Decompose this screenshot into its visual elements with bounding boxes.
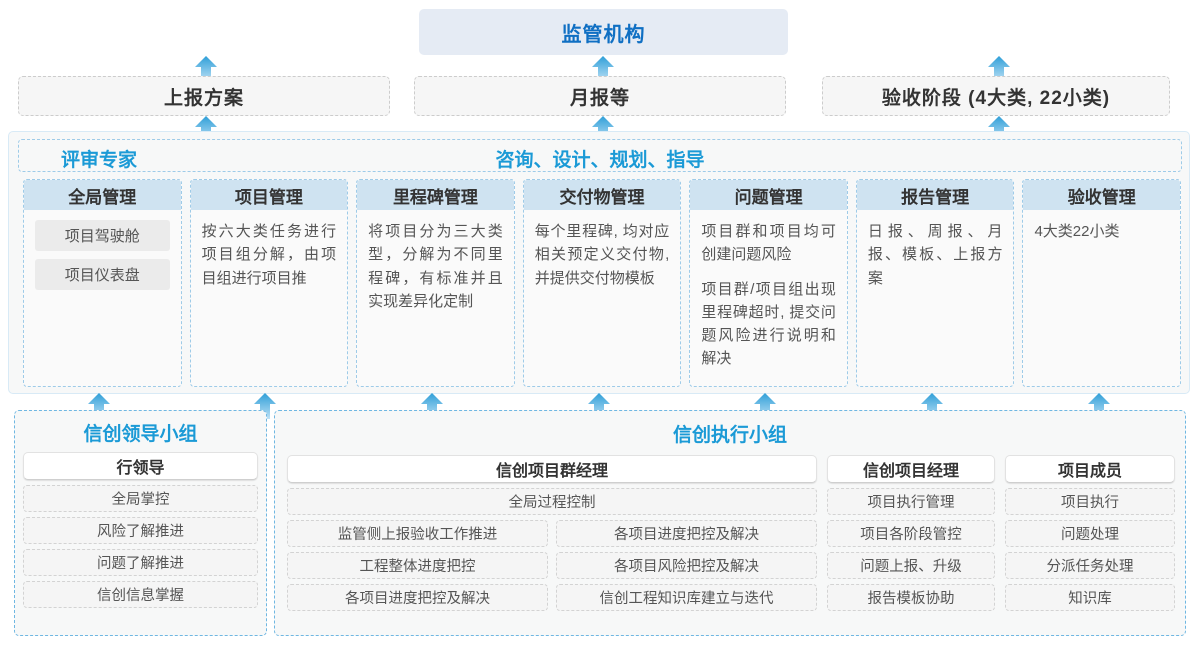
report-row: 上报方案 月报等 验收阶段 (4大类, 22小类) xyxy=(0,76,1200,116)
exec-group-title: 信创执行小组 xyxy=(672,425,787,446)
card-body-1: 按六大类任务进行项目组分解，由项目组进行项目推 xyxy=(191,210,348,386)
authority-label: 监管机构 xyxy=(561,23,646,46)
card-text-4-1: 项目群/项目组出现里程碑超时, 提交问题风险进行说明和解决 xyxy=(701,280,836,368)
pm-left-item-1[interactable]: 工程整体进度把控 xyxy=(287,552,548,579)
consulting-label: 咨询、设计、规划、指导 xyxy=(495,150,705,171)
project-manager-item-1[interactable]: 项目各阶段管控 xyxy=(827,520,995,547)
card-title-6: 验收管理 xyxy=(1023,180,1181,210)
card-project-management[interactable]: 项目管理 按六大类任务进行项目组分解，由项目组进行项目推 xyxy=(189,179,349,387)
card-issue-management[interactable]: 问题管理 项目群和项目均可创建问题风险 项目群/项目组出现里程碑超时, 提交问题… xyxy=(689,179,848,387)
project-member-header[interactable]: 项目成员 xyxy=(1005,455,1175,483)
program-manager-header[interactable]: 信创项目群经理 xyxy=(287,455,817,483)
program-manager-global-item[interactable]: 全局过程控制 xyxy=(287,488,817,515)
pm-right-item-2[interactable]: 信创工程知识库建立与迭代 xyxy=(556,584,817,611)
card-report-management[interactable]: 报告管理 日报、周报、月报、模板、上报方案 xyxy=(855,179,1015,387)
program-manager-column: 信创项目群经理 全局过程控制 监管侧上报验收工作推进 工程整体进度把控 各项目进… xyxy=(287,455,817,611)
arrow-up-card-5 xyxy=(921,393,943,419)
leader-item-3[interactable]: 信创信息掌握 xyxy=(23,581,258,608)
exec-columns: 信创项目群经理 全局过程控制 监管侧上报验收工作推进 工程整体进度把控 各项目进… xyxy=(287,455,1175,611)
project-manager-item-2[interactable]: 问题上报、升级 xyxy=(827,552,995,579)
arrow-up-card-3 xyxy=(588,393,610,419)
arrow-up-mid-2 xyxy=(988,116,1010,142)
card-body-6: 4大类22小类 xyxy=(1023,210,1180,386)
project-member-column: 项目成员 项目执行 问题处理 分派任务处理 知识库 xyxy=(1005,455,1175,611)
leader-item-1[interactable]: 风险了解推进 xyxy=(23,517,258,544)
authority-box: 监管机构 xyxy=(419,9,788,55)
pm-left-item-0[interactable]: 监管侧上报验收工作推进 xyxy=(287,520,548,547)
project-manager-item-3[interactable]: 报告模板协助 xyxy=(827,584,995,611)
arrow-up-report-1 xyxy=(592,56,614,82)
card-text-6-0: 4大类22小类 xyxy=(1034,223,1120,240)
arrow-up-report-0 xyxy=(195,56,217,82)
leader-group-items: 全局掌控 风险了解推进 问题了解推进 信创信息掌握 xyxy=(23,485,258,608)
pm-right-item-1[interactable]: 各项目风险把控及解决 xyxy=(556,552,817,579)
card-text-4-0: 项目群和项目均可创建问题风险 xyxy=(701,223,836,264)
arrow-up-card-6 xyxy=(1088,393,1110,419)
project-member-item-0[interactable]: 项目执行 xyxy=(1005,488,1175,515)
arrow-up-card-1 xyxy=(254,393,276,419)
project-member-item-3[interactable]: 知识库 xyxy=(1005,584,1175,611)
arrow-up-card-0 xyxy=(88,393,110,419)
project-manager-header[interactable]: 信创项目经理 xyxy=(827,455,995,483)
consulting-panel: 评审专家 咨询、设计、规划、指导 全局管理 项目驾驶舱 项目仪表盘 项目管理 按… xyxy=(8,131,1190,394)
card-title-2: 里程碑管理 xyxy=(357,180,514,210)
card-body-2: 将项目分为三大类型，分解为不同里程碑，有标准并且实现差异化定制 xyxy=(357,210,514,386)
card-body-0: 项目驾驶舱 项目仪表盘 xyxy=(24,210,181,386)
exec-group-panel: 信创执行小组 信创项目群经理 全局过程控制 监管侧上报验收工作推进 工程整体进度… xyxy=(274,410,1186,636)
project-manager-column: 信创项目经理 项目执行管理 项目各阶段管控 问题上报、升级 报告模板协助 xyxy=(827,455,995,611)
leader-item-0[interactable]: 全局掌控 xyxy=(23,485,258,512)
card-title-1: 项目管理 xyxy=(190,180,348,210)
card-acceptance-management[interactable]: 验收管理 4大类22小类 xyxy=(1022,179,1182,387)
arrow-up-report-2 xyxy=(988,56,1010,82)
report-box-plan: 上报方案 xyxy=(18,76,390,116)
project-member-item-1[interactable]: 问题处理 xyxy=(1005,520,1175,547)
leader-group-title: 信创领导小组 xyxy=(83,424,198,445)
report-label-1: 月报等 xyxy=(569,87,630,109)
review-expert-label: 评审专家 xyxy=(61,150,138,171)
pm-right-item-0[interactable]: 各项目进度把控及解决 xyxy=(556,520,817,547)
management-card-list: 全局管理 项目驾驶舱 项目仪表盘 项目管理 按六大类任务进行项目组分解，由项目组… xyxy=(23,179,1182,387)
pm-left-item-2[interactable]: 各项目进度把控及解决 xyxy=(287,584,548,611)
project-member-items: 项目执行 问题处理 分派任务处理 知识库 xyxy=(1005,488,1175,611)
card-title-4: 问题管理 xyxy=(690,180,847,210)
program-manager-right-items: 各项目进度把控及解决 各项目风险把控及解决 信创工程知识库建立与迭代 xyxy=(556,520,817,611)
consulting-header: 评审专家 咨询、设计、规划、指导 xyxy=(18,139,1182,172)
card-text-1-0: 按六大类任务进行项目组分解，由项目组进行项目推 xyxy=(201,223,337,287)
card-body-5: 日报、周报、月报、模板、上报方案 xyxy=(857,210,1014,386)
card-body-4: 项目群和项目均可创建问题风险 项目群/项目组出现里程碑超时, 提交问题风险进行说… xyxy=(690,210,847,386)
card-text-5-0: 日报、周报、月报、模板、上报方案 xyxy=(867,223,1003,287)
report-label-0: 上报方案 xyxy=(163,87,244,109)
arrow-up-card-2 xyxy=(421,393,443,419)
chip-0-1[interactable]: 项目仪表盘 xyxy=(35,259,170,290)
arrow-up-mid-1 xyxy=(592,116,614,142)
report-box-monthly: 月报等 xyxy=(414,76,786,116)
report-box-acceptance: 验收阶段 (4大类, 22小类) xyxy=(822,76,1170,116)
card-deliverable-management[interactable]: 交付物管理 每个里程碑, 均对应相关预定义交付物, 并提供交付物模板 xyxy=(522,179,682,387)
project-manager-item-0[interactable]: 项目执行管理 xyxy=(827,488,995,515)
card-global-management[interactable]: 全局管理 项目驾驶舱 项目仪表盘 xyxy=(23,179,182,387)
leader-item-2[interactable]: 问题了解推进 xyxy=(23,549,258,576)
project-manager-items: 项目执行管理 项目各阶段管控 问题上报、升级 报告模板协助 xyxy=(827,488,995,611)
card-title-3: 交付物管理 xyxy=(523,180,681,210)
arrow-up-card-4 xyxy=(754,393,776,419)
project-member-item-2[interactable]: 分派任务处理 xyxy=(1005,552,1175,579)
chip-0-0[interactable]: 项目驾驶舱 xyxy=(35,220,170,251)
program-manager-sub-columns: 监管侧上报验收工作推进 工程整体进度把控 各项目进度把控及解决 各项目进度把控及… xyxy=(287,520,817,611)
card-milestone-management[interactable]: 里程碑管理 将项目分为三大类型，分解为不同里程碑，有标准并且实现差异化定制 xyxy=(356,179,515,387)
leader-group-header[interactable]: 行领导 xyxy=(23,452,258,480)
card-title-0: 全局管理 xyxy=(24,180,181,210)
card-text-3-0: 每个里程碑, 均对应相关预定义交付物, 并提供交付物模板 xyxy=(534,223,670,287)
arrow-up-mid-0 xyxy=(195,116,217,142)
program-manager-left-items: 监管侧上报验收工作推进 工程整体进度把控 各项目进度把控及解决 xyxy=(287,520,548,611)
report-label-2: 验收阶段 (4大类, 22小类) xyxy=(881,87,1111,109)
card-title-5: 报告管理 xyxy=(856,180,1014,210)
leader-group-panel: 信创领导小组 行领导 全局掌控 风险了解推进 问题了解推进 信创信息掌握 xyxy=(14,410,267,636)
card-text-2-0: 将项目分为三大类型，分解为不同里程碑，有标准并且实现差异化定制 xyxy=(368,223,503,310)
card-body-3: 每个里程碑, 均对应相关预定义交付物, 并提供交付物模板 xyxy=(524,210,681,386)
